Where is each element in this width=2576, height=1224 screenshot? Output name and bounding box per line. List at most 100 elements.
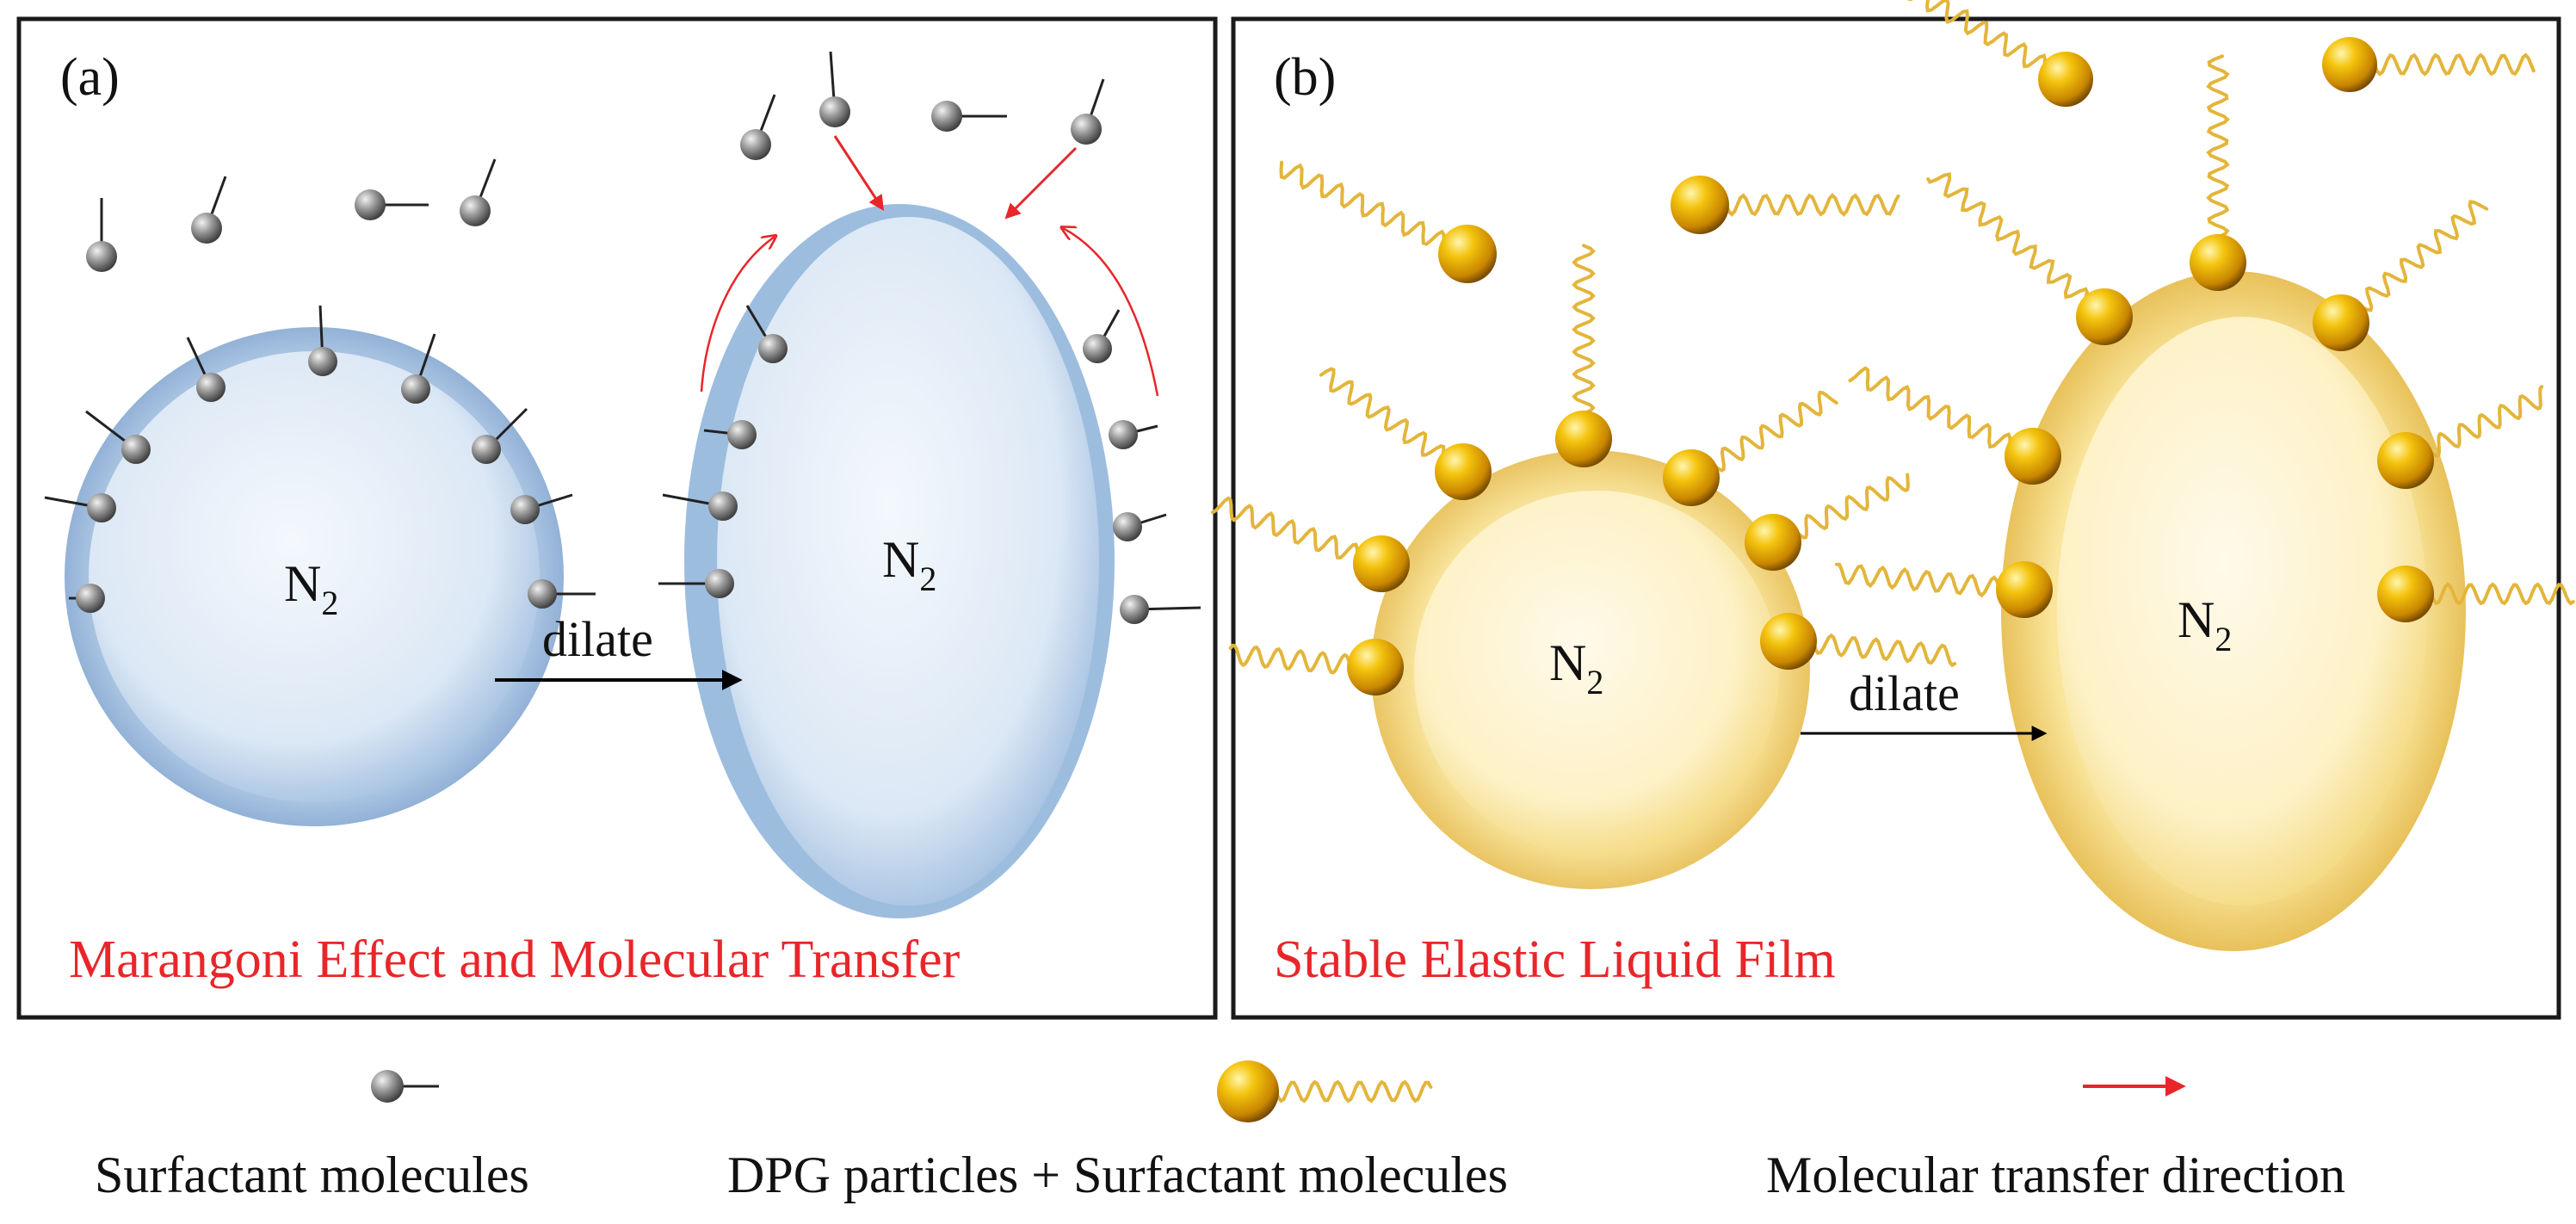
surfactant-molecule [86, 198, 117, 272]
dpg-ball [1438, 225, 1497, 283]
surfactants-on-bubble-a-dilated [658, 305, 1202, 624]
dpg-particle [1745, 473, 1910, 571]
surfactant-molecule [662, 491, 738, 521]
surfactant-tail [1319, 367, 1446, 459]
legend-dpg-label: DPG particles + Surfactant molecules [727, 1147, 1508, 1203]
dpg-ball [1555, 411, 1612, 467]
surfactant-molecule [401, 333, 436, 404]
dpg-ball [2190, 234, 2246, 291]
surfactant-tail [1926, 172, 2090, 302]
dpg-ball [1671, 176, 1729, 234]
dpg-ball [1435, 443, 1492, 500]
panel-a-caption: Marangoni Effect and Molecular Transfer [69, 930, 961, 989]
dilate-label-b: dilate [1849, 665, 1960, 721]
dpg-ball [2038, 52, 2093, 107]
dpg-particle [1906, 0, 2093, 107]
surfactant-molecule [819, 51, 850, 127]
surfactant-molecule [472, 407, 528, 464]
surfactant-tail [1572, 244, 1596, 416]
surfactant-tail [1848, 366, 2012, 449]
dpg-particle [1217, 1060, 1433, 1122]
marangoni-flow-arrow-right [1063, 228, 1159, 397]
surfactant-molecule [355, 189, 429, 220]
surfactant-tail [1835, 562, 2001, 598]
dpg-particle [2322, 37, 2536, 92]
dpg-particle [1671, 176, 1900, 234]
bubble-a-initial: N2 [65, 327, 564, 826]
surfactant-molecule [1109, 420, 1158, 449]
panel-b-caption: Stable Elastic Liquid Film [1274, 930, 1836, 989]
surfactant-molecule [191, 176, 227, 244]
dpg-particle [1555, 244, 1612, 467]
dpg-ball [2377, 566, 2434, 622]
surfactant-tail [1906, 0, 2048, 69]
surfactant-tail [1210, 496, 1360, 560]
surfactant-molecule [460, 158, 497, 226]
bubble-a-initial-core [89, 351, 540, 802]
dpg-ball [2005, 428, 2061, 485]
dpg-ball [2313, 294, 2369, 351]
dpg-particle [1210, 496, 1410, 592]
bubble-b-dilated-gas: N2 [2178, 591, 2232, 658]
dpg-particle [2377, 566, 2575, 622]
surfactant-molecule [528, 579, 596, 609]
dilate-label-a: dilate [542, 611, 653, 667]
bubble-a-initial-gas: N2 [284, 555, 338, 622]
surfactant-molecule [69, 584, 105, 613]
surfactant-tail [2206, 54, 2230, 239]
free-surfactants-a-right [740, 51, 1105, 160]
bubble-b-dilated: N2 [2001, 271, 2466, 951]
dpg-particle [1663, 390, 1838, 506]
legend-dpg-icon [1217, 1060, 1433, 1122]
free-surfactants-a-left [86, 158, 497, 272]
surfactant-molecule [931, 101, 1007, 132]
surfactant-tail [1274, 1079, 1433, 1103]
surfactant-molecule [1083, 309, 1121, 363]
surfactant-tail [1724, 193, 1900, 217]
surfactant-tail [2426, 385, 2544, 458]
bubble-b-initial-core [1414, 491, 1779, 856]
surfactant-tail [1279, 160, 1446, 246]
dpg-ball [1663, 449, 1720, 506]
dpg-particle [1279, 160, 1497, 283]
legend-surfactant-icon [371, 1070, 439, 1103]
legend-transfer-label: Molecular transfer direction [1766, 1147, 2345, 1203]
transfer-arrows-a [700, 135, 1159, 397]
dpg-particle [2377, 385, 2544, 489]
bubble-a-dilated: N2 [684, 204, 1115, 918]
surfactant-molecule [1120, 595, 1202, 624]
surfactant-molecule [658, 569, 734, 598]
dpg-ball [1996, 561, 2053, 618]
transfer-arrow [1004, 146, 1078, 219]
transfer-arrow [833, 135, 884, 212]
dpg-particle [1228, 639, 1404, 695]
dpg-ball [1217, 1060, 1279, 1122]
surfactant-tail [2372, 53, 2536, 77]
surfactant-molecule [1113, 512, 1167, 541]
surfactant-molecule [1071, 78, 1105, 145]
dpg-particle [1319, 367, 1492, 500]
panel-a-label: (a) [60, 48, 120, 107]
dpg-particle [2313, 200, 2489, 351]
legend: Surfactant molecules DPG particles + Sur… [95, 1060, 2345, 1203]
surfactant-molecule [740, 94, 776, 160]
bubble-a-dilated-core [717, 217, 1099, 906]
surfactant-tail [1228, 643, 1352, 675]
panel-b-label: (b) [1274, 48, 1336, 107]
bubble-b-dilated-core [2057, 317, 2427, 906]
surfactant-molecule [308, 305, 337, 376]
surfactant-tail [2429, 582, 2575, 606]
dpg-particle [1835, 561, 2053, 618]
dpg-ball [1745, 514, 1801, 571]
dpg-ball [1760, 613, 1817, 670]
bubble-a-dilated-gas: N2 [882, 531, 936, 598]
dpg-particle [1848, 366, 2061, 485]
panel-a: (a) N2 N2 dilate [16, 16, 1218, 1020]
dpg-particle [1926, 172, 2133, 345]
dpg-ball [2377, 432, 2434, 489]
surfactant-tail [1794, 473, 1910, 540]
dpg-ball [2076, 288, 2133, 345]
surfactant-tail [2358, 200, 2489, 312]
marangoni-flow-arrow-left [700, 237, 775, 393]
